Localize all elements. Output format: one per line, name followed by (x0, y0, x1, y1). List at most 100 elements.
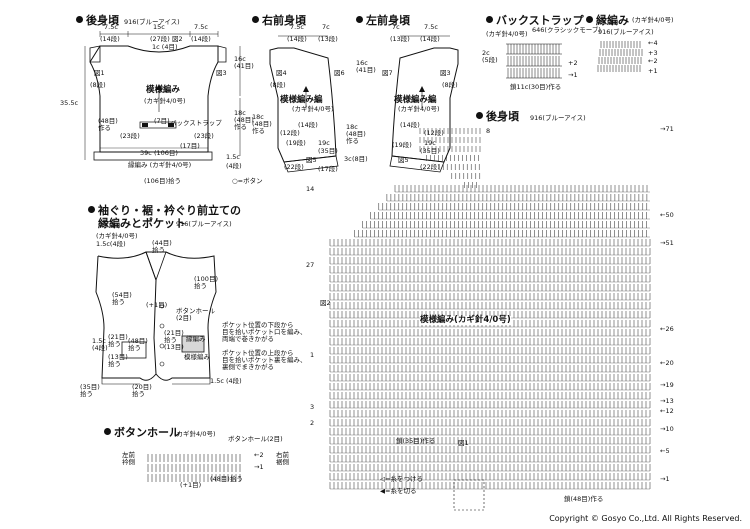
strap-foot: 鎖11c(30目)作る (510, 83, 562, 91)
back-schematic (84, 31, 241, 161)
triangle-outline-icon: ◁ (380, 475, 385, 483)
vest-b1: (35目)拾う (80, 383, 100, 399)
back-button-legend: ○=ボタン (232, 177, 263, 185)
back-r2: (23段) (120, 132, 140, 140)
right-front-r6: (17段) (318, 165, 338, 173)
bullet-icon (476, 112, 483, 119)
back-total-height: 35.5c (60, 99, 79, 107)
back-side-right-1: 16c(41目) (234, 55, 254, 71)
chart-row-5: ←5 (660, 447, 670, 455)
back-top-row-1: (14段) (100, 35, 120, 43)
edge-yarn: 916(ブルーアイス) (598, 28, 654, 36)
chart-yarn: 916(ブルーアイス) (530, 114, 586, 122)
back-top-dim-3: 7.5c (194, 23, 208, 31)
back-r5: (48目)作る (98, 117, 118, 133)
buttonhole-mark-1: →1 (254, 463, 264, 471)
left-front-top-2: 7.5c (424, 23, 438, 31)
chart-row-51: →51 (660, 239, 674, 247)
vest-button-hole: ボタンホール(2目) (176, 307, 215, 323)
vest-l4: (100目)拾う (194, 275, 218, 291)
back-pick: (106目)拾う (144, 177, 181, 185)
left-front-r3: (19段) (392, 141, 412, 149)
chart-pattern: 模様編み(カギ針4/0号) (420, 315, 511, 326)
trim-title: 袖ぐり・裾・衿ぐり前立ての (88, 202, 241, 218)
chart-row-50: ←50 (660, 211, 674, 219)
chart-row-19: →19 (660, 381, 674, 389)
back-pattern: 模様編み (146, 85, 181, 95)
bullet-icon (486, 16, 493, 23)
right-front-fig6: 図6 (334, 69, 345, 77)
legend-attach: ◁=糸をつける (380, 475, 423, 483)
vest-note-1: ポケット位置の下段から目を拾いポケット口を編み、両端で巻きかがる (222, 321, 307, 344)
back-side-right-2: 18c(48目)作る (234, 109, 254, 132)
chart-left-27: 27 (306, 261, 315, 269)
right-front-hook: (カギ針4/0号) (292, 105, 334, 113)
back-bottom-width: 39c (106目) (140, 149, 178, 157)
vest-b3: (20目)拾う (132, 383, 152, 399)
right-front-top-row-2: (13段) (318, 35, 338, 43)
left-front-schematic (389, 35, 459, 173)
vest-pocket: 模様編み (184, 353, 210, 361)
back-edge-rows: (4段) (226, 162, 242, 170)
chart-top-row: 8 (486, 127, 491, 135)
chart-row-71: →71 (660, 125, 674, 133)
right-front-bottom: (22段) (284, 163, 304, 171)
vest-l1: (54目)拾う (112, 291, 132, 307)
buttonhole-label: ボタンホール(2目) (228, 435, 283, 443)
bullet-icon (356, 16, 363, 23)
back-top-row-2: (27段) (150, 35, 170, 43)
trim-hook: (カギ針4/0号) (96, 232, 138, 240)
right-front-r5: (35目) (318, 147, 338, 155)
left-front-hook: (カギ針4/0号) (398, 105, 440, 113)
strap-title: バックストラップ (486, 12, 584, 28)
strap-hook: (カギ針4/0号) (486, 30, 528, 38)
right-front-fig4: 図4 (276, 69, 287, 77)
back-neck: 1c (4目) (152, 43, 178, 51)
left-front-r4: 19c (424, 139, 436, 147)
bullet-icon (88, 206, 95, 213)
back-top-row-4: (14段) (191, 35, 211, 43)
edge-mark-3: +3 (648, 49, 658, 57)
right-front-r1: (14段) (298, 121, 318, 129)
back-edge-label: 縁編み (カギ針4/0号) (128, 161, 192, 169)
strap-yarn: 646(クラシックモーブ) (532, 26, 601, 34)
chart-bottom-foot: 鎖(35目)作る (396, 437, 436, 445)
right-front-left-h: 18c(48目)作る (252, 113, 272, 136)
bullet-icon (586, 16, 593, 23)
buttonhole-mark-2: ←2 (254, 451, 264, 459)
bullet-icon (104, 428, 111, 435)
buttonhole-left: 左前衿側 (122, 451, 135, 467)
back-top-dim-1: 7.5c (104, 23, 118, 31)
vest-b5: 1.5c (4段) (210, 377, 242, 385)
buttonhole-title: ボタンホール (104, 424, 180, 440)
edge-title: 縁編み (586, 12, 629, 28)
strap-mark-2: +2 (568, 59, 578, 67)
vest-top-left: 1.5c(4段) (96, 240, 126, 248)
right-front-title: 右前身頃 (252, 12, 306, 28)
vest-p7: (48目)拾う (128, 337, 148, 353)
edge-mark-1: +1 (648, 67, 658, 75)
edge-chart (597, 41, 643, 72)
bullet-icon (76, 16, 83, 23)
buttonhole-hook: (カギ針4/0号) (174, 430, 216, 438)
left-front-r2: (12段) (424, 129, 444, 137)
left-front-side: (8段) (442, 81, 458, 89)
chart-left-1: 1 (310, 351, 315, 359)
strap-dims: 2c(5段) (482, 49, 498, 65)
legend-cut: ◀=糸を切る (380, 487, 417, 495)
left-front-top-row-2: (14段) (420, 35, 440, 43)
right-front-r4: 19c (318, 139, 330, 147)
right-front-top-1: 7.5c (290, 23, 304, 31)
chart-title: 後身頃 (476, 108, 519, 124)
right-front-schematic (269, 35, 339, 173)
bullet-icon (252, 16, 259, 23)
trim-yarn: 916(ブルーアイス) (176, 220, 232, 228)
strap-chart (506, 43, 562, 79)
vest-p3: (21目)拾う (108, 333, 128, 349)
right-front-fig5: 図5 (306, 156, 317, 164)
buttonhole-chart (147, 454, 241, 482)
chart-fig1: 図1 (458, 439, 469, 447)
back-fig3: 図3 (216, 69, 227, 77)
chart-row-20: ←20 (660, 359, 674, 367)
back-title: 後身頃 (76, 12, 119, 28)
